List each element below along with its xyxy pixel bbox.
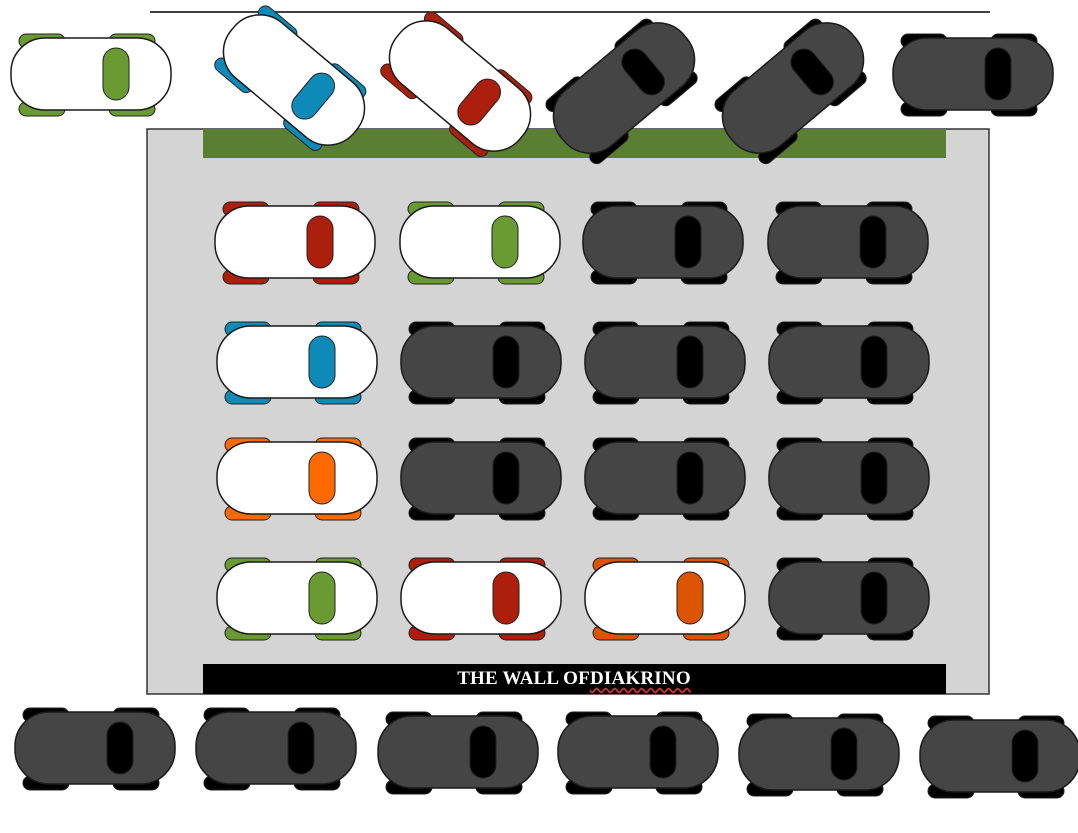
car-lot-r4-c2 [401,558,561,640]
car-bottom-1 [15,708,175,790]
wall-label: THE WALL OF DIAKRINO [204,666,944,692]
wall-label-name: DIAKRINO [590,668,691,690]
car-bottom-6 [920,716,1078,798]
car-lot-r2-c4 [769,322,929,404]
car-lot-r1-c4 [768,202,928,284]
car-lot-r4-c3 [585,558,745,640]
car-lot-r2-c1 [217,322,377,404]
car-bottom-5 [739,714,899,796]
car-lot-r3-c1 [217,438,377,520]
car-bottom-3 [378,712,538,794]
car-lot-r4-c4 [769,558,929,640]
car-lot-r3-c4 [769,438,929,520]
car-lot-r1-c1 [215,202,375,284]
car-lot-r3-c3 [585,438,745,520]
car-lot-r1-c2 [400,202,560,284]
car-top-1 [11,34,171,116]
car-top-6 [893,34,1053,116]
car-lot-r4-c1 [217,558,377,640]
car-lot-r3-c2 [401,438,561,520]
car-bottom-2 [196,708,356,790]
car-bottom-4 [558,712,718,794]
car-lot-r2-c3 [585,322,745,404]
wall-label-prefix: THE WALL OF [457,668,590,690]
car-lot-r2-c2 [401,322,561,404]
car-lot-r1-c3 [583,202,743,284]
